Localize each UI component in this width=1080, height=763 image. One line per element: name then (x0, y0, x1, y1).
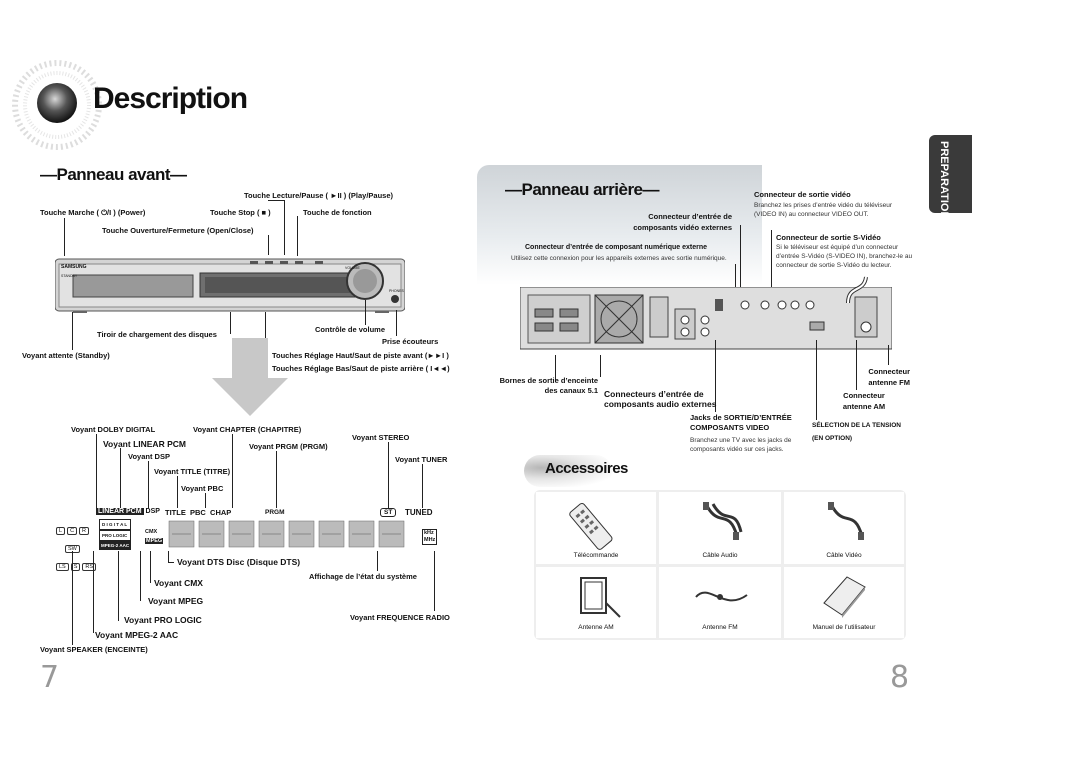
label-dsp: Voyant DSP (128, 452, 170, 461)
front-panel-title: —Panneau avant— (40, 165, 187, 184)
label-prgm: Voyant PRGM (PRGM) (249, 442, 328, 451)
panel-khz: kHz (424, 530, 434, 536)
label-speaker: Voyant SPEAKER (ENCEINTE) (40, 645, 148, 654)
panel-mhz: MHz (424, 537, 436, 543)
rear-panel-title: —Panneau arrière— (505, 180, 660, 199)
label-headphones: Prise écouteurs (382, 337, 439, 346)
label-svideo: Connecteur de sortie S-Vidéo (776, 233, 881, 242)
label-mpeg: Voyant MPEG (148, 596, 204, 606)
label-power: Touche Marche ( ⏻/I ) (Power) (40, 208, 146, 217)
display-panel: LINEAR PCM DSP TITLE PBC CHAP PRGM ST TU… (55, 507, 443, 571)
label-volume: Contrôle de volume (315, 325, 386, 334)
label-disc-tray: Tiroir de chargement des disques (97, 330, 217, 339)
label-stop: Touche Stop ( ■ ) (210, 208, 271, 217)
rear-header-bg (477, 165, 762, 285)
label-ext-video-in: Connecteur d’entrée de composants vidéo … (633, 212, 732, 232)
preparation-tab: PREPARATION (929, 135, 972, 219)
panel-mpeg: MPEG (145, 538, 164, 544)
accessories-title: Accessoires (545, 460, 628, 477)
page-title: Description (93, 82, 248, 115)
label-tuner: Voyant TUNER (395, 455, 448, 464)
header-disc-logo (12, 60, 102, 150)
panel-mpeg2aac: MPEG-2 AAC (99, 541, 132, 550)
device-volume-text: VOLUME (345, 266, 360, 270)
label-skip-down: Touches Réglage Bas/Saut de piste arrièr… (272, 364, 450, 373)
accessory-remote: Télécommande (536, 492, 656, 564)
accessory-fm-antenna: Antenne FM (659, 567, 781, 638)
accessories-badge (524, 455, 612, 487)
label-freq: Voyant FREQUENCE RADIO (350, 613, 450, 622)
label-stereo: Voyant STEREO (352, 433, 410, 442)
label-chapter: Voyant CHAPTER (CHAPITRE) (193, 425, 302, 434)
accessory-label: Manuel de l’utilisateur (812, 624, 876, 631)
accessory-label: Antenne FM (702, 624, 738, 631)
label-skip-up: Touches Réglage Haut/Saut de piste avant… (272, 351, 449, 360)
accessory-label: Antenne AM (578, 624, 614, 631)
preparation-tab-label: PREPARATION (938, 141, 950, 220)
label-pro-logic: Voyant PRO LOGIC (124, 615, 202, 625)
svideo-cable (842, 275, 872, 305)
accessory-video-cable: Câble Vidéo (784, 492, 904, 564)
label-am: Connecteur antenne AM (842, 391, 886, 411)
rear-panel-device (519, 286, 893, 357)
label-digital-in: Connecteur d’entrée de composant numériq… (525, 244, 708, 251)
device-standby-text: STANDBY (61, 274, 78, 278)
panel-l: L (56, 527, 66, 535)
label-video-out: Connecteur de sortie vidéo (754, 190, 851, 199)
accessory-label: Câble Vidéo (826, 552, 862, 559)
label-function: Touche de fonction (303, 208, 372, 217)
device-phones-text: PHONES (389, 289, 404, 293)
label-pbc: Voyant PBC (181, 484, 224, 493)
accessory-audio-cable: Câble Audio (659, 492, 781, 564)
label-play-pause: Touche Lecture/Pause ( ►II ) (Play/Pause… (244, 191, 393, 200)
label-dts: Voyant DTS Disc (Disque DTS) (177, 557, 301, 567)
label-open-close: Touche Ouverture/Fermeture (Open/Close) (102, 226, 254, 235)
panel-prgm: PRGM (265, 509, 285, 516)
panel-s: S (70, 563, 81, 571)
label-linear-pcm: Voyant LINEAR PCM (103, 439, 186, 449)
accessory-manual: Manuel de l’utilisateur (784, 567, 904, 638)
panel-c: C (67, 527, 78, 535)
label-audio-in: Connecteurs d’entrée de composants audio… (604, 389, 717, 409)
label-title: Voyant TITLE (TITRE) (154, 467, 231, 476)
label-mpeg2aac: Voyant MPEG-2 AAC (95, 630, 179, 640)
device-logo: SAMSUNG (61, 264, 87, 270)
accessory-label: Câble Audio (702, 552, 738, 559)
panel-linear-pcm: LINEAR PCM (96, 508, 144, 515)
label-voltage: SÉLECTION DE LA TENSION (812, 422, 901, 429)
label-standby: Voyant attente (Standby) (22, 351, 110, 360)
panel-ls: LS (56, 563, 69, 571)
label-speakers-out: Bornes de sortie d’enceinte des canaux 5… (499, 376, 598, 395)
panel-rs: RS (82, 563, 97, 571)
accessory-am-antenna: Antenne AM (536, 567, 656, 638)
panel-pbc: PBC (190, 508, 206, 517)
page-number-left: 7 (40, 660, 60, 695)
label-video-out-desc: Branchez les prises d’entrée vidéo du té… (754, 202, 893, 218)
accessories-grid: Télécommande Câble Audio Câble Vidéo Ant… (534, 490, 906, 640)
down-arrow (210, 338, 290, 418)
label-dolby: Voyant DOLBY DIGITAL (71, 425, 156, 434)
page-number-right: 8 (890, 660, 910, 695)
panel-pro-logic: PRO LOGIC (99, 530, 132, 541)
panel-cmx: CMX (145, 529, 158, 535)
panel-chap: CHAP (210, 508, 232, 517)
panel-title: TITLE (165, 508, 186, 517)
panel-digital: D I G I T A L (99, 519, 132, 530)
label-component-desc: Branchez une TV avec les jacks de compos… (690, 437, 792, 453)
panel-st: ST (380, 508, 397, 517)
panel-r: R (79, 527, 90, 535)
label-fm: Connecteur antenne FM (868, 367, 910, 387)
panel-dsp: DSP (145, 508, 160, 515)
front-panel-device: SAMSUNG STANDBY VOLUME PHONES (54, 255, 406, 314)
label-digital-in-desc: Utilisez cette connexion pour les appare… (511, 255, 727, 262)
label-cmx: Voyant CMX (154, 578, 203, 588)
label-voltage-desc: (EN OPTION) (812, 435, 853, 442)
label-component: Jacks de SORTIE/D’ENTRÉE COMPOSANTS VIDE… (690, 413, 792, 432)
label-sys-status: Affichage de l’état du système (309, 572, 417, 581)
label-svideo-desc: Si le téléviseur est équipé d’un connect… (776, 244, 913, 269)
panel-tuned: TUNED (405, 508, 433, 517)
accessory-label: Télécommande (573, 552, 619, 559)
